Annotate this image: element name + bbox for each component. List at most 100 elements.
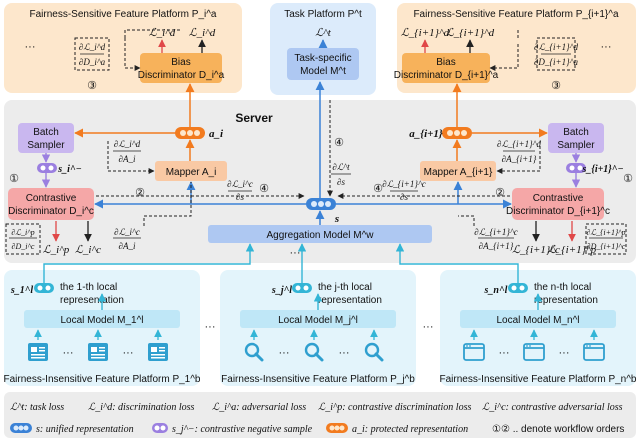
window-icon <box>463 343 485 361</box>
bias-disc-left-line2: Discriminator D_i^a <box>138 70 225 81</box>
legend-protected: a_i: protected representation <box>352 424 468 435</box>
bottom-platform-1: s_1^l the 1-th local representation Loca… <box>4 270 201 386</box>
loss-p-right: ℒ_{i+1}^p <box>548 244 597 256</box>
window-icon <box>583 343 605 361</box>
grad-s-left-num: ∂ℒ_i^c <box>227 179 253 189</box>
window-icon <box>523 343 545 361</box>
contrastive-right-l1: Contrastive <box>533 193 584 204</box>
dots-bottom-1: ··· <box>205 321 216 333</box>
task-model <box>287 48 359 80</box>
mapper-left-label: Mapper A_i <box>166 167 217 178</box>
bias-disc-right-line2: Discriminator D_{i+1}^a <box>394 70 499 81</box>
icon-dots: ··· <box>339 347 350 359</box>
local-model-n: Local Model M_n^l <box>496 315 579 326</box>
aggregation-model <box>208 225 432 243</box>
dots-top-right: ··· <box>601 41 612 53</box>
rep-j-line2: representation <box>318 295 382 306</box>
legend-contrast-disc: ℒ_i^p: contrastive discrimination loss <box>318 402 471 413</box>
grad-s-t-den: ∂s <box>337 177 345 187</box>
bias-discriminator-right <box>402 53 490 83</box>
step-1-left: ① <box>9 173 19 185</box>
loss-task: ℒ^t <box>315 27 332 39</box>
step-2-right: ② <box>495 187 505 199</box>
local-model-1: Local Model M_1^l <box>60 315 143 326</box>
legend-task-loss: ℒ^t: task loss <box>10 402 64 413</box>
legend-negative: s_j^−: contrastive negative sample <box>172 424 313 435</box>
contrastive-left-l1: Contrastive <box>26 193 77 204</box>
a-i1-label: a_{i+1} <box>409 128 443 140</box>
icon-dots: ··· <box>63 347 74 359</box>
rep-j-line1: the j-th local <box>318 282 372 293</box>
s-neg-i1-label: s_{i+1}^− <box>581 164 623 175</box>
grad-right-num: ∂ℒ_{i+1}^d <box>534 42 578 52</box>
platform-1-title: Fairness-Insensitive Feature Platform P_… <box>4 374 201 385</box>
grad-s-right-num: ∂ℒ_{i+1}^c <box>382 179 426 189</box>
legend-disc-loss: ℒ_i^d: discrimination loss <box>88 402 195 413</box>
bias-disc-right-line1: Bias <box>436 57 455 68</box>
contrastive-right-l2: Discriminator D_{i+1}^c <box>506 206 610 217</box>
search-icon <box>304 342 324 362</box>
server-title: Server <box>235 111 273 125</box>
loss-d-right-b: ℒ_{i+1}^d <box>446 27 495 39</box>
icon-dots: ··· <box>279 347 290 359</box>
grad-p-left-den: ∂D_i^c <box>12 242 35 251</box>
step-1-right: ① <box>623 173 633 185</box>
grad-right-den: ∂D_{i+1}^a <box>534 57 579 67</box>
bottom-platform-n: s_n^l the n-th local representation Loca… <box>440 270 637 386</box>
document-icon <box>148 343 168 361</box>
platform-n-title: Fairness-Insensitive Feature Platform P_… <box>440 374 637 385</box>
grad-left-num: ∂ℒ_i^d <box>79 42 106 52</box>
grad-a-right-num: ∂ℒ_{i+1}^d <box>497 139 541 149</box>
batch-right-l2: Sampler <box>557 140 595 151</box>
neg-sample-left <box>37 163 57 173</box>
grad-s-left-den: ∂s <box>236 192 244 202</box>
rep-n-line1: the n-th local <box>534 282 591 293</box>
contrastive-disc-left <box>8 188 94 220</box>
rep-1-line2: representation <box>60 295 124 306</box>
legend-adv-loss: ℒ_i^a: adversarial loss <box>212 402 306 413</box>
grad-a-left-den: ∂A_i <box>119 154 136 164</box>
search-icon <box>244 342 264 362</box>
loss-d-right-a: ℒ_{i+1}^d <box>401 27 450 39</box>
task-model-line1: Task-specific <box>294 53 351 64</box>
contrastive-left-l2: Discriminator D_i^c <box>8 206 94 217</box>
grad-a-right-den: ∂A_{i+1} <box>502 154 537 164</box>
grad-s-right-den: ∂s <box>400 192 408 202</box>
local-model-j: Local Model M_j^l <box>278 315 358 326</box>
grad-c-right-den: ∂A_{i+1} <box>479 241 514 251</box>
dots-bottom-2: ··· <box>423 321 434 333</box>
grad-p-left-num: ∂ℒ_i^p <box>11 228 34 237</box>
vec-1-label: s_1^l <box>10 285 34 296</box>
loss-c-left: ℒ_i^c <box>75 244 101 256</box>
batch-sampler-left <box>18 123 74 153</box>
bias-discriminator-left <box>140 53 222 83</box>
legend-contrast-adv: ℒ_i^c: contrastive adversarial loss <box>482 402 623 413</box>
right-platform-title: Fairness-Sensitive Feature Platform P_{i… <box>413 9 619 20</box>
grad-p-right-num: ∂ℒ_{i+1}^p <box>586 228 625 237</box>
step-3-right: ③ <box>551 80 561 92</box>
batch-left-l2: Sampler <box>27 140 65 151</box>
grad-c-left-den: ∂A_i <box>119 241 136 251</box>
batch-left-l1: Batch <box>33 127 59 138</box>
rep-1-line1: the 1-th local <box>60 282 117 293</box>
grad-a-left-num: ∂ℒ_i^d <box>114 139 141 149</box>
dots-server: ··· <box>290 247 301 259</box>
left-platform-title: Fairness-Sensitive Feature Platform P_i^… <box>30 9 217 20</box>
contrastive-disc-right <box>512 188 604 220</box>
loss-d-left-b: ℒ_i^d <box>189 27 216 39</box>
loss-p-left: ℒ_i^p <box>43 244 70 256</box>
mapper-left <box>155 161 227 181</box>
bias-disc-left-line1: Bias <box>171 57 190 68</box>
aggregation-label: Aggregation Model M^w <box>267 230 375 241</box>
feature-icons: ··· ··· ··· ··· ··· <box>28 329 605 362</box>
grad-s-t-num: ∂ℒ^t <box>332 162 350 172</box>
s-label: s <box>334 213 339 225</box>
batch-right-l1: Batch <box>563 127 589 138</box>
grad-c-right-num: ∂ℒ_{i+1}^c <box>474 227 518 237</box>
grad-p-right-den: ∂D_{i+1}^c <box>587 242 626 251</box>
s-neg-i-label: s_i^− <box>57 164 81 175</box>
dots-top-left: ··· <box>25 41 36 53</box>
icon-dots: ··· <box>559 347 570 359</box>
search-icon <box>364 342 384 362</box>
